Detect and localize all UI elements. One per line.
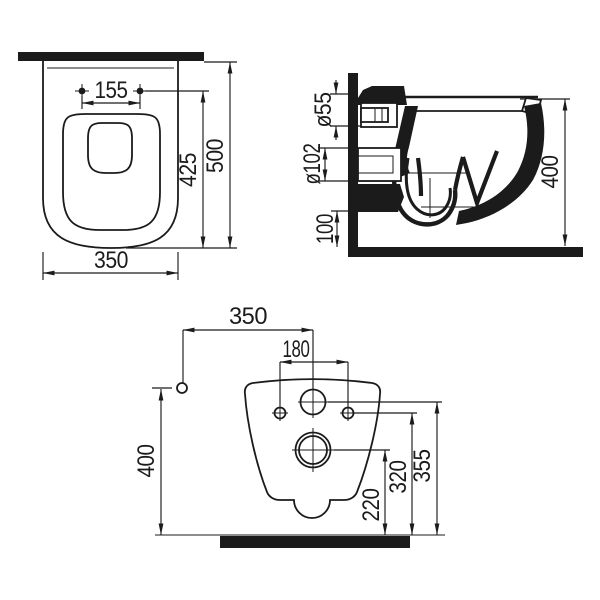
plan-dim-holes-to-front-label: 425: [175, 153, 202, 187]
rear-dim-hole-spacing-label: 180: [283, 336, 310, 363]
rear-dim-center-offset-label: 350: [229, 303, 267, 330]
rear-mount-hole-left: [272, 405, 288, 421]
rear-dim-rim-height-label: 400: [133, 444, 160, 477]
side-outlet-pipe: [357, 147, 402, 182]
plan-view: 155 425 500 350: [18, 52, 237, 280]
side-dim-outlet-dia-label: ø102: [299, 143, 326, 184]
plan-dim-width-label: 350: [94, 247, 128, 274]
side-view: ø55 ø102 100 400: [299, 73, 583, 257]
side-base: [358, 184, 404, 212]
rear-view: 350 180 400 220 320 355: [133, 303, 445, 548]
plan-mount-hole-right: [133, 84, 147, 98]
plan-mount-hole-left: [75, 84, 89, 98]
plan-seat-outline: [62, 113, 161, 231]
rear-dim-inlet-height-label: 355: [409, 449, 436, 482]
side-front-shell: [456, 103, 545, 225]
side-dim-inlet-dia-label: ø55: [310, 92, 337, 127]
plan-seat-opening: [87, 122, 133, 174]
rear-reference-circle: [176, 382, 188, 394]
side-trap-inner: [404, 157, 452, 217]
rear-mount-hole-right: [340, 405, 355, 421]
rear-floor-slab: [220, 536, 410, 548]
side-dim-rim-height-label: 400: [537, 155, 564, 188]
side-bowl-section: [357, 86, 545, 227]
plan-body-outline: [42, 61, 179, 249]
side-floor: [348, 247, 583, 257]
rear-inlet-circle: [298, 386, 328, 418]
rear-outlet-circle: [292, 428, 334, 472]
plan-dim-depth-label: 500: [202, 139, 229, 173]
plan-wall: [18, 52, 204, 61]
side-wall: [348, 73, 358, 257]
rear-dim-outlet-height-label: 220: [358, 488, 385, 521]
side-dim-underside-height-label: 100: [312, 214, 339, 244]
rear-dim-hole-height-label: 320: [385, 460, 412, 493]
plan-dim-hole-spacing-label: 155: [95, 77, 128, 104]
